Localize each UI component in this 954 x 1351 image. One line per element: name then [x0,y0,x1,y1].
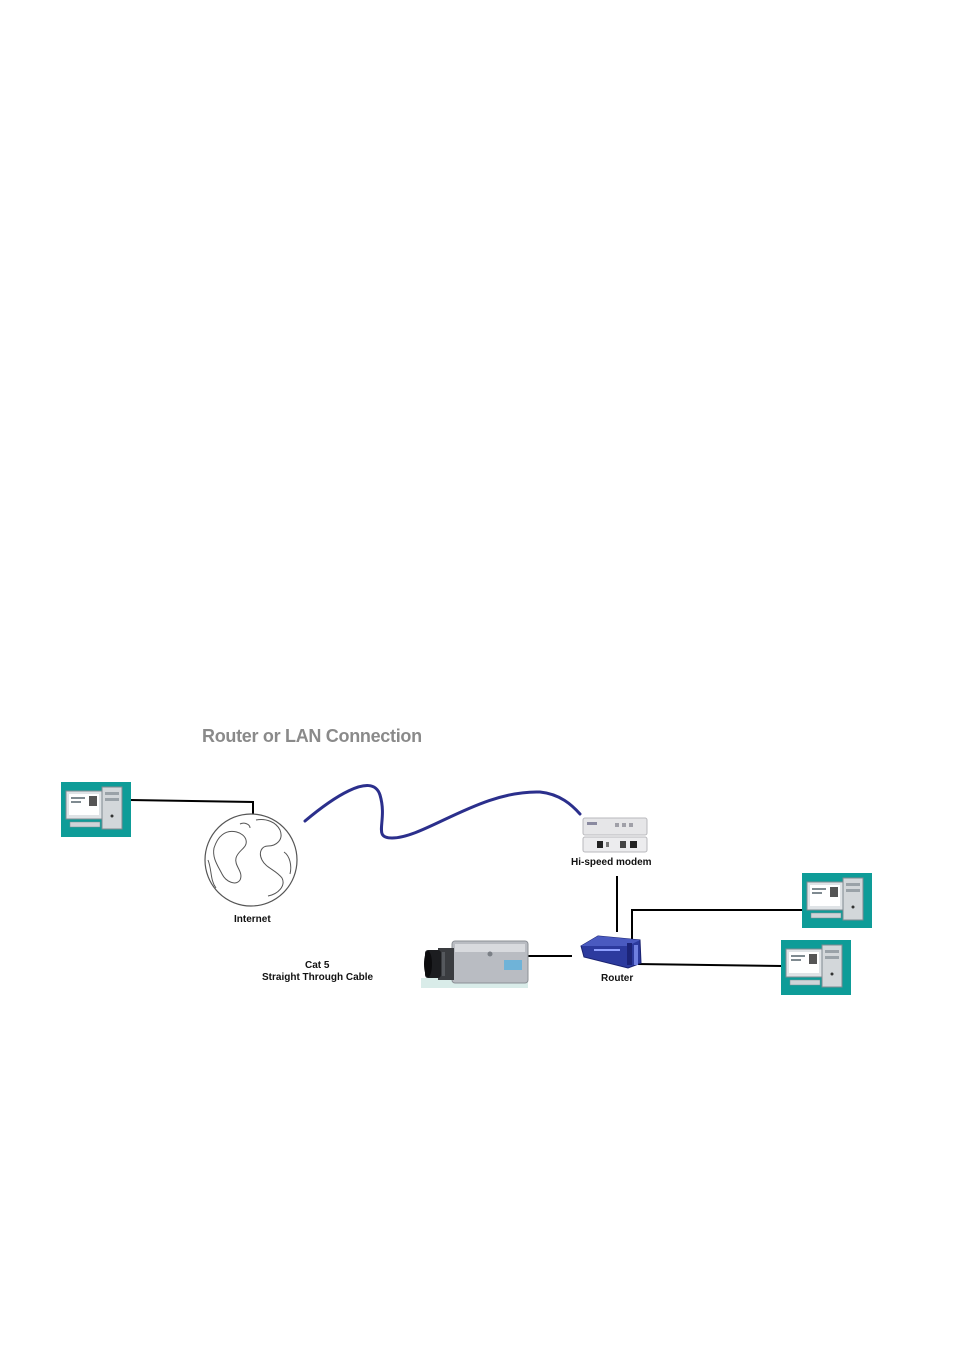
cable-label-line1: Cat 5 [305,960,330,971]
modem-icon [582,817,648,853]
internet-label: Internet [234,914,271,925]
globe-icon [204,813,298,907]
cable-label-line2: Straight Through Cable [262,972,374,983]
ip-camera-icon [421,940,529,988]
router-icon [580,935,642,969]
router-pc2-cable [636,963,783,967]
router-pc1-cable [631,909,805,940]
router-label: Router [601,973,633,984]
wan-cable [303,784,582,840]
desktop-computer-icon [61,782,131,837]
diagram-title: Router or LAN Connection [202,726,422,746]
desktop-computer-icon [802,873,872,928]
modem-label: Hi-speed modem [571,857,652,868]
desktop-computer-icon [781,940,851,995]
